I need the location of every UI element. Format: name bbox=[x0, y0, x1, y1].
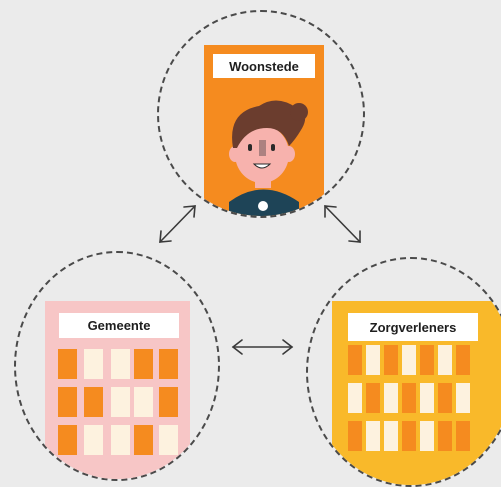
woonstede-card bbox=[204, 45, 324, 216]
gemeente-circle: Gemeente bbox=[14, 251, 220, 481]
network-diagram: Woonstede Gemeente bbox=[14, 10, 501, 487]
arrow-gemeente-zorgverleners-icon bbox=[231, 339, 294, 355]
building-icon bbox=[45, 301, 190, 479]
gemeente-label: Gemeente bbox=[59, 313, 179, 338]
zorgverleners-label: Zorgverleners bbox=[348, 313, 478, 341]
woonstede-circle: Woonstede bbox=[157, 10, 365, 218]
person-avatar-icon bbox=[229, 100, 308, 216]
building-icon bbox=[332, 301, 501, 485]
woonstede-label: Woonstede bbox=[213, 54, 315, 78]
zorgverleners-circle: Zorgverleners bbox=[306, 257, 501, 487]
